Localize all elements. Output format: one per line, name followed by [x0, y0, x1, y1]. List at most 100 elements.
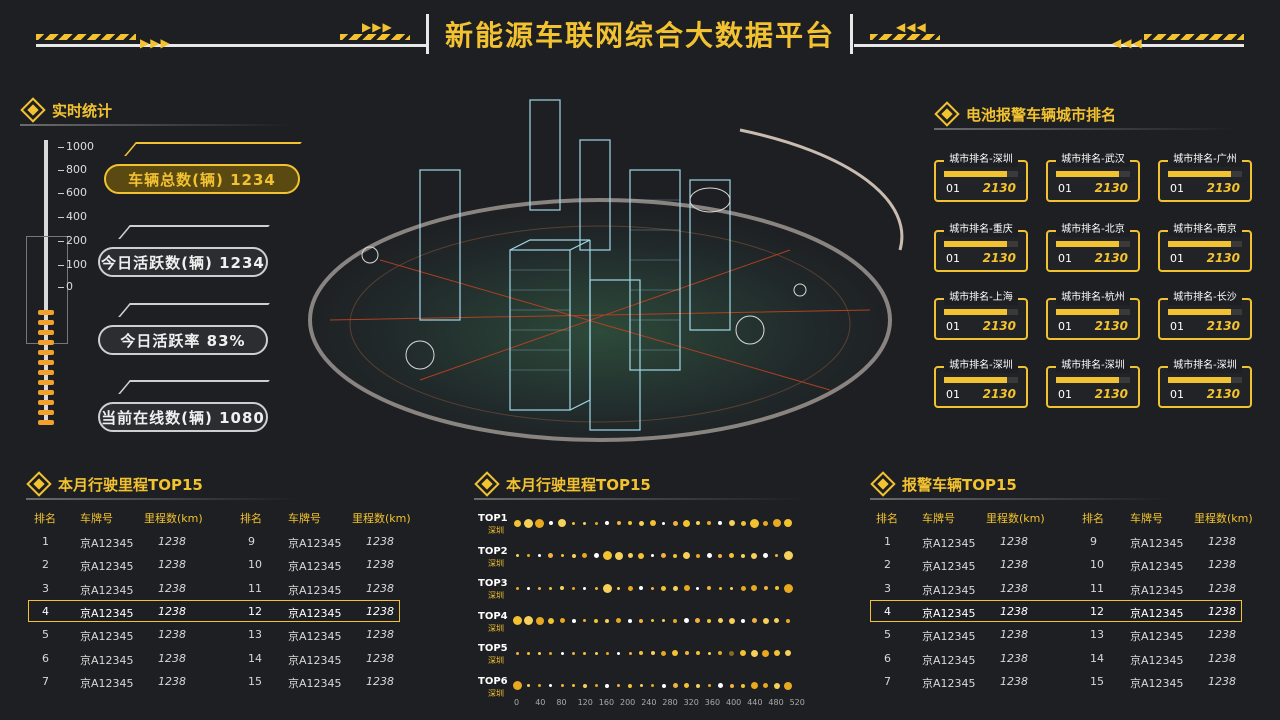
axis-tick-label: 280	[662, 698, 678, 707]
city-rank: 01	[1058, 182, 1072, 195]
chart-dot	[763, 683, 769, 688]
table-header: 车牌号	[1130, 512, 1163, 525]
chart-dot	[627, 553, 633, 558]
table-cell: 1238	[366, 651, 394, 665]
chart-dot	[593, 553, 599, 558]
chart-dot	[638, 552, 645, 559]
table-cell: 11	[1090, 581, 1104, 595]
scale-label: 400	[66, 210, 87, 223]
chart-dot	[639, 651, 644, 655]
scale-frame	[26, 236, 68, 344]
chart-dot	[775, 554, 779, 557]
table-header: 排名	[1082, 512, 1104, 525]
chart-dot	[707, 586, 712, 590]
table-cell: 京A12345	[1130, 560, 1184, 574]
stat-pill[interactable]: 当前在线数(辆) 1080	[98, 402, 268, 432]
chart-dot	[639, 618, 644, 623]
chart-dot	[717, 618, 723, 623]
arrows-icon: ◀◀◀	[896, 20, 927, 34]
scale-tick	[58, 287, 64, 288]
table-cell: 京A12345	[80, 676, 134, 690]
chart-dot	[582, 683, 587, 688]
stat-pill[interactable]: 今日活跃率 83%	[98, 325, 268, 355]
chart-dot	[749, 518, 759, 528]
city-value: 2130	[1094, 387, 1128, 401]
chart-dot	[695, 521, 700, 525]
chart-dot	[718, 553, 723, 558]
scale-tick	[58, 265, 64, 266]
chart-dot	[695, 651, 700, 655]
scale-label: 200	[66, 234, 87, 247]
city-card-title: 城市排名-深圳	[944, 153, 1018, 167]
chart-dot	[616, 618, 622, 623]
chart-dot	[783, 583, 793, 593]
table-cell: 京A12345	[1130, 653, 1184, 667]
city-value: 2130	[1094, 181, 1128, 195]
chart-dot	[751, 585, 758, 591]
table-cell: 1238	[1208, 674, 1236, 688]
progress-bar	[1056, 377, 1130, 383]
scale-marker	[38, 360, 54, 365]
chart-dot	[784, 519, 793, 527]
axis-tick-label: 440	[747, 698, 763, 707]
scale-marker	[38, 410, 54, 415]
progress-fill	[944, 241, 1007, 247]
section-title: 实时统计	[52, 101, 113, 120]
table-cell: 2	[884, 558, 891, 572]
scale-marker	[38, 320, 54, 325]
chart-dot	[560, 586, 565, 590]
table-cell: 12	[1090, 604, 1104, 618]
progress-bar	[1168, 309, 1242, 315]
table-cell: 京A12345	[288, 583, 342, 597]
table-cell: 京A12345	[1130, 630, 1184, 644]
chart-dot	[628, 521, 632, 525]
header-divider-left	[426, 14, 429, 54]
chart-dot	[763, 520, 769, 526]
chart-dot	[628, 651, 632, 655]
chart-dot	[559, 618, 565, 623]
chart-dot	[773, 682, 780, 689]
chart-dot	[651, 619, 655, 622]
table-cell: 1238	[158, 674, 186, 688]
chart-dot	[751, 618, 757, 623]
header-divider-right	[850, 14, 853, 54]
pill-tab-decor	[118, 380, 270, 394]
chart-dot	[515, 651, 519, 655]
section-mileage-table: 本月行驶里程TOP15	[26, 470, 296, 500]
section-underline	[26, 498, 296, 500]
chart-dot	[783, 551, 793, 560]
section-battery: 电池报警车辆城市排名	[934, 100, 1234, 130]
section-title: 本月行驶里程TOP15	[506, 475, 651, 494]
chart-dot	[774, 618, 780, 623]
scale-marker	[38, 420, 54, 425]
table-cell: 1238	[1000, 558, 1028, 572]
chart-dot	[513, 519, 521, 527]
table-cell: 1238	[1208, 581, 1236, 595]
dot-row-sublabel: 深圳	[488, 526, 504, 535]
city-value: 2130	[982, 387, 1016, 401]
dot-row-sublabel: 深圳	[488, 623, 504, 633]
header-stripe-left	[36, 34, 136, 40]
chart-dot	[639, 586, 644, 590]
stat-pill[interactable]: 今日活跃数(辆) 1234	[98, 247, 268, 277]
table-cell: 1238	[158, 651, 186, 665]
scale-marker	[38, 380, 54, 385]
stat-pill[interactable]: 车辆总数(辆) 1234	[104, 164, 300, 194]
table-cell: 5	[884, 628, 891, 642]
chart-dot	[582, 553, 588, 558]
table-cell: 1238	[158, 558, 186, 572]
city-card-title: 城市排名-深圳	[1168, 359, 1242, 373]
chart-dot	[729, 683, 734, 688]
